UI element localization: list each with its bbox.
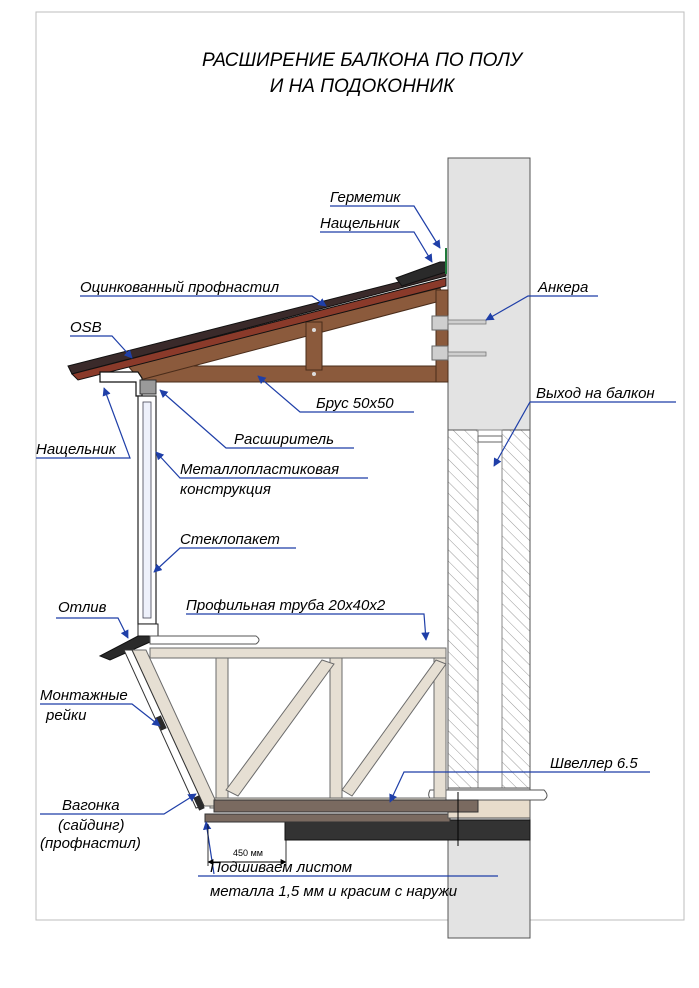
leader-lines	[36, 205, 676, 877]
label-podshivaem-2: металла 1,5 мм и красим с наружи	[210, 883, 458, 900]
metal-sheet-bottom	[204, 813, 451, 823]
label-vykhod: Выход на балкон	[536, 385, 655, 402]
label-vagonka-1: Вагонка	[62, 797, 120, 814]
label-ankera: Анкера	[537, 279, 588, 296]
label-vagonka-2: (сайдинг)	[58, 817, 124, 834]
expander	[139, 379, 157, 395]
floor-slab	[284, 819, 531, 841]
wall-post	[435, 289, 449, 383]
diagram-title-line2: И НА ПОДОКОННИК	[270, 76, 456, 97]
diagram-title-line1: РАСШИРЕНИЕ БАЛКОНА ПО ПОЛУ	[202, 50, 524, 71]
steel-truss	[131, 647, 447, 809]
label-metalloplast-1: Металлопластиковая	[180, 461, 339, 478]
bolt-upper	[312, 328, 316, 332]
label-profil-truba: Профильная труба 20х40х2	[186, 597, 386, 614]
label-germetik: Герметик	[330, 189, 401, 206]
label-podshivaem-1: Подшиваем листом	[210, 859, 352, 876]
label-montazh-2: рейки	[45, 707, 87, 724]
roof-strut	[305, 321, 323, 371]
label-rasshiritel: Расширитель	[234, 431, 334, 448]
label-steklopaket: Стеклопакет	[180, 531, 280, 548]
label-otliv: Отлив	[58, 599, 107, 616]
label-metalloplast-2: конструкция	[180, 481, 271, 498]
balcony-door-opening	[477, 429, 503, 789]
label-montazh-1: Монтажные	[40, 687, 128, 704]
glass-unit	[142, 401, 152, 619]
profile-pipe	[149, 635, 260, 645]
door-frame-top	[477, 435, 503, 443]
channel-beam	[213, 799, 479, 813]
label-vagonka-3: (профнастил)	[40, 835, 141, 852]
label-nashchelnik-left: Нащельник	[36, 441, 117, 458]
wall-upper	[447, 157, 531, 431]
label-nashchelnik-top: Нащельник	[320, 215, 401, 232]
dimension-text: 450 мм	[233, 848, 263, 858]
anchor-bracket-2	[431, 345, 449, 361]
anchor-bolt-2	[447, 351, 487, 357]
gutter-flashing	[99, 371, 143, 397]
label-shveller: Швеллер 6.5	[550, 755, 638, 772]
bolt-lower	[312, 372, 316, 376]
page-frame	[35, 11, 685, 921]
label-osb: OSB	[70, 319, 102, 336]
anchor-bolt-1	[447, 319, 487, 325]
label-brus: Брус 50х50	[316, 395, 394, 412]
roof-osb	[71, 277, 447, 381]
label-profnastil: Оцинкованный профнастил	[80, 279, 280, 296]
anchor-bracket-1	[431, 315, 449, 331]
